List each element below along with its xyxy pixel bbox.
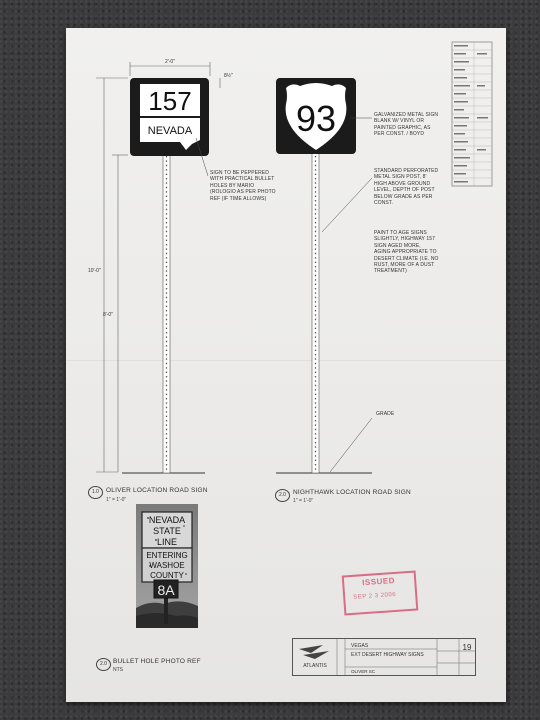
stamp-word: ISSUED [361, 575, 396, 588]
title-drawing-name: EXT DESERT HIGHWAY SIGNS [351, 652, 424, 658]
title-project: VEGAS [351, 643, 369, 649]
dim-height-top: 8½" [224, 72, 233, 79]
sign-1-number: 157 [148, 86, 191, 116]
sheet-number: 19 [463, 643, 472, 652]
detail-2-bubble: 2.0 [275, 489, 290, 502]
leader-lines [195, 117, 373, 473]
revision-table [451, 41, 493, 187]
detail-1-scale: 1" = 1'-0" [106, 497, 127, 503]
photo-sign-line2: STATE [153, 526, 181, 536]
fold-line [66, 360, 506, 361]
issued-stamp: ISSUED SEP 2 3 2006 [341, 570, 419, 616]
stamp-date: SEP 2 3 2006 [353, 591, 397, 601]
atlantis-logo-icon [299, 645, 329, 659]
sign-2-number: 93 [296, 98, 336, 139]
photo-sign-line5: WASHOE [149, 561, 184, 570]
detail-1-title: OLIVER LOCATION ROAD SIGN [106, 487, 208, 494]
detail-3-scale: NTS [113, 667, 123, 673]
detail-2-title: NIGHTHAWK LOCATION ROAD SIGN [293, 489, 411, 496]
photo-sign-line4: ENTERING [146, 551, 187, 560]
sign-post-2 [311, 152, 320, 474]
note-grade: GRADE [376, 411, 395, 417]
note-bullet-holes: SIGN TO BE PEPPERED WITH PRACTICAL BULLE… [210, 170, 276, 202]
sign-post-1 [162, 152, 171, 474]
dim-width: 2'-0" [165, 59, 175, 65]
title-block: ATLANTIS VEGAS EXT DESERT HIGHWAY SIGNS … [292, 638, 476, 676]
photo-sign-line1: NEVADA [149, 515, 185, 525]
photo-sign-line3: LINE [157, 537, 177, 547]
us-93-shield-sign: 93 [276, 78, 356, 154]
sign-1-state: NEVADA [148, 125, 193, 137]
detail-3-bubble: 2.0 [96, 658, 111, 671]
photo-sign-line6: COUNTY [150, 571, 184, 580]
nevada-157-sign: 157 NEVADA [130, 78, 209, 156]
title-block-grid: ATLANTIS VEGAS EXT DESERT HIGHWAY SIGNS … [299, 639, 475, 675]
bullet-hole-photo: NEVADA STATE LINE ENTERING WASHOE COUNTY… [136, 504, 198, 628]
note-paint: PAINT TO AGE SIGNS SLIGHTLY, HIGHWAY 157… [374, 230, 439, 275]
note-post: STANDARD PERFORATED METAL SIGN POST, 8' … [374, 168, 439, 207]
title-company: ATLANTIS [303, 663, 327, 669]
note-galvanized: GALVANIZED METAL SIGN BLANK w/ VINYL OR … [374, 112, 439, 138]
dim-total: 10'-0" [88, 268, 101, 274]
detail-3-title: BULLET HOLE PHOTO REF [113, 658, 201, 665]
title-sub: OLIVER SC [351, 669, 376, 674]
photo-graphic: NEVADA STATE LINE ENTERING WASHOE COUNTY… [136, 504, 198, 628]
detail-1-bubble: 1.0 [88, 486, 103, 499]
dim-post: 8'-0" [103, 312, 113, 318]
dimension-lines [96, 62, 221, 473]
photo-sign-line7: 8A [157, 582, 175, 598]
detail-2-scale: 1" = 1'-0" [293, 498, 314, 504]
